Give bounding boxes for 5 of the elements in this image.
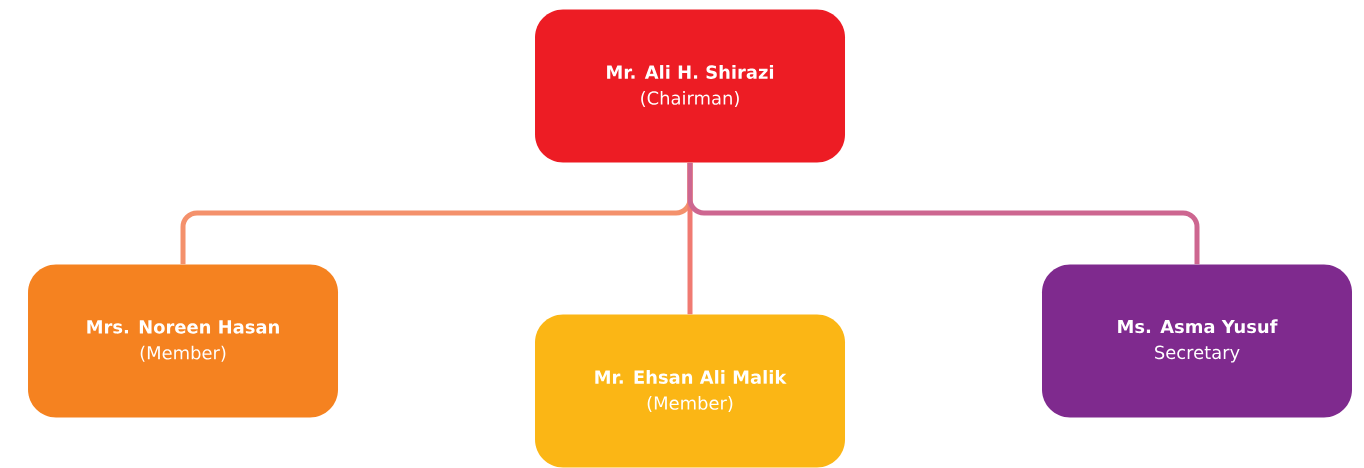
person-box: Ms. Asma Yusuf Secretary [1042,264,1352,418]
connector-line [687,162,1200,265]
person-box: Mrs. Noreen Hasan (Member) [28,264,338,418]
person-box: Mr. Ehsan Ali Malik (Member) [535,314,845,468]
person-box: Mr. Ali H. Shirazi (Chairman) [535,9,845,163]
